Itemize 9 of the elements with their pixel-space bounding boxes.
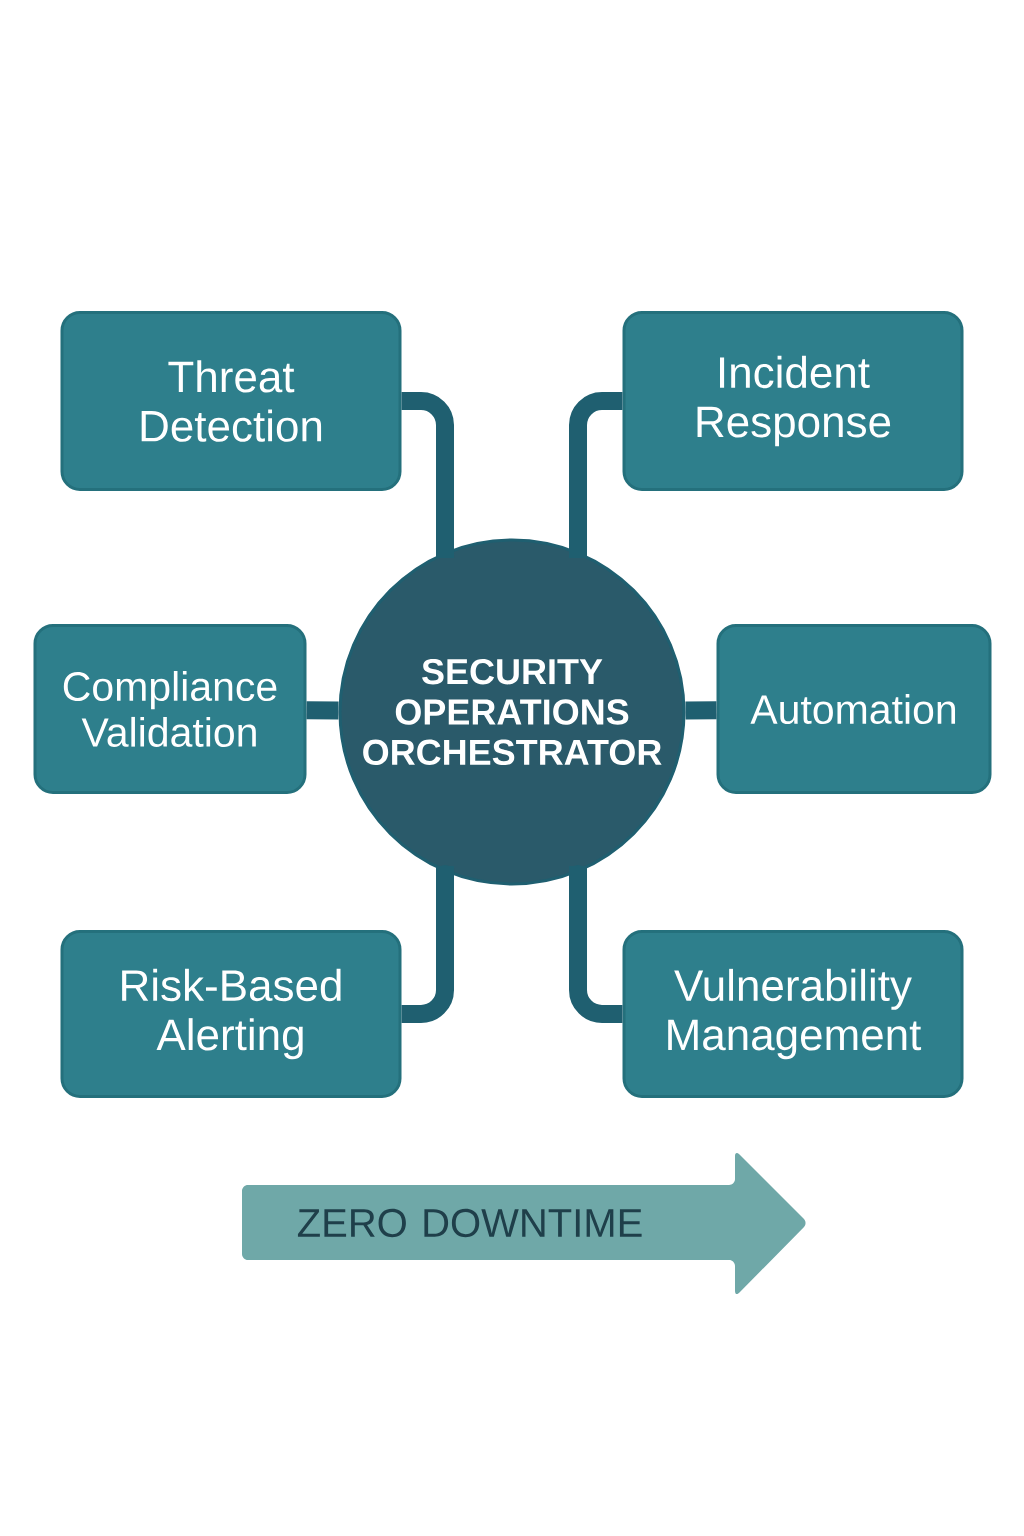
connector-pipe <box>685 701 717 720</box>
connector-pipe <box>306 701 339 720</box>
process-box: Vulnerability Management <box>622 930 964 1098</box>
process-box: Automation <box>716 624 992 794</box>
process-box: Compliance Validation <box>33 624 307 794</box>
process-box: Risk-Based Alerting <box>60 930 402 1098</box>
process-box: Incident Response <box>622 311 964 491</box>
arrow-banner: ZERO DOWNTIME <box>242 1152 806 1295</box>
process-box: Threat Detection <box>60 311 402 491</box>
